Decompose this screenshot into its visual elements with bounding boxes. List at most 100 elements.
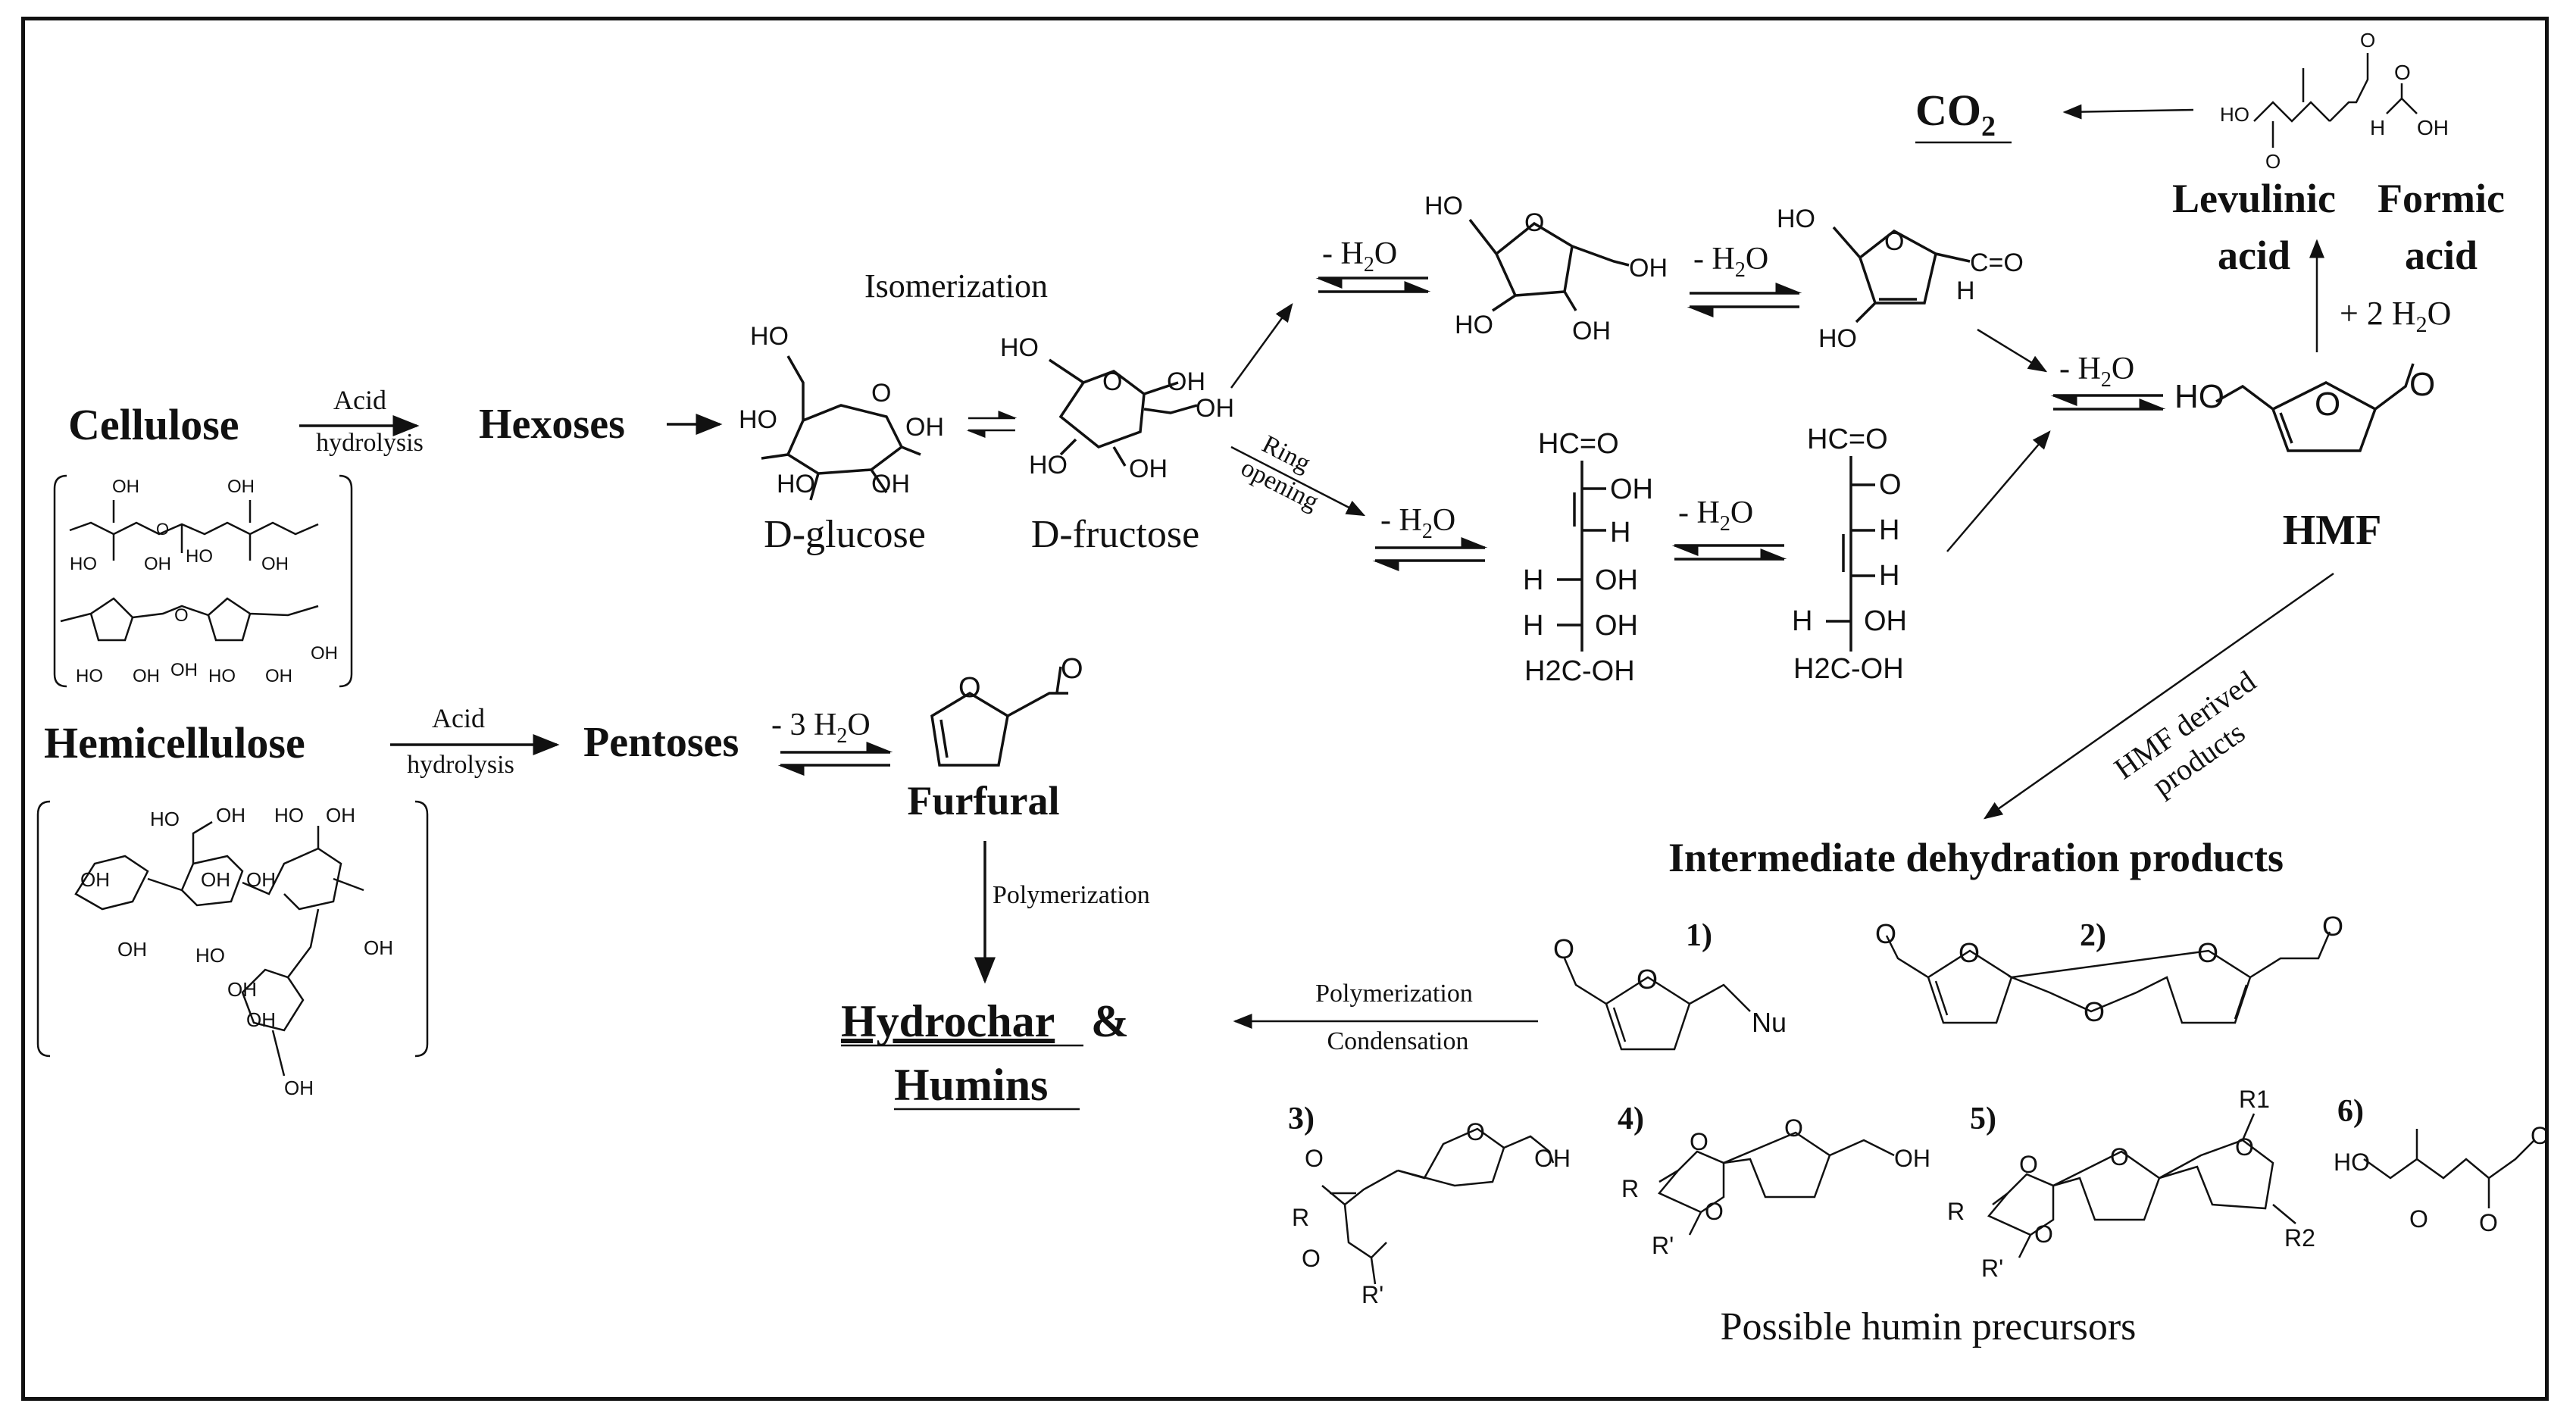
hmf-label: HMF — [2283, 507, 2382, 554]
p6-o-3: O — [2531, 1122, 2549, 1149]
levulinic-label-2: acid — [2218, 233, 2290, 278]
precursor-number-3: 3) — [1288, 1102, 1315, 1136]
condensation-label: Condensation — [1327, 1027, 1469, 1055]
formic-o: O — [2394, 61, 2411, 84]
precursor-number-4: 4) — [1618, 1102, 1644, 1136]
acid-label-cellulose: Acid — [333, 385, 386, 415]
oc1-h-1: H — [1610, 517, 1630, 548]
oc2-h-2: H — [1879, 560, 1899, 592]
p5-o-ring-1: O — [2110, 1143, 2129, 1170]
cel-ho-2: HO — [70, 554, 97, 574]
cel-ho-1: HO — [186, 546, 213, 567]
p4-o-1: O — [1690, 1128, 1708, 1155]
formic-h: H — [2370, 116, 2385, 139]
p5-r2: R2 — [2284, 1224, 2315, 1252]
acid-label-hemicellulose: Acid — [432, 703, 485, 733]
hem-oh-6: OH — [117, 938, 147, 961]
humin-precursors-caption: Possible humin precursors — [1721, 1305, 2137, 1349]
fructose-o: O — [1102, 367, 1122, 396]
glucose-o: O — [871, 379, 891, 408]
cel-o-2: O — [174, 605, 189, 626]
formic-label-1: Formic — [2377, 176, 2505, 221]
enol-o: O — [1524, 208, 1544, 237]
fructose-oh-3: OH — [1129, 455, 1168, 483]
cellulose-structure: OH OH OH HO OH HO O O HO OH OH HO OH OH — [53, 474, 353, 688]
hmf-o-aldehyde: O — [2409, 366, 2435, 403]
enol-oh-2: OH — [1572, 317, 1611, 345]
oc1-h-3: H — [1523, 610, 1543, 642]
oc2-oh: OH — [1864, 605, 1907, 637]
p5-r1: R1 — [2239, 1086, 2270, 1113]
ald-o: O — [1884, 227, 1904, 256]
p3-r: R — [1292, 1204, 1309, 1231]
p3-rp: R' — [1361, 1281, 1383, 1308]
diagram-border — [21, 17, 2549, 1401]
p3-o-1: O — [1305, 1145, 1324, 1172]
minus-3h2o-label: - 3 H2O — [771, 708, 871, 748]
minus-h2o-upper-2: - H2O — [1693, 242, 1768, 282]
ald-co: C=O — [1970, 248, 2024, 277]
d-fructose-label: D-fructose — [1031, 513, 1199, 556]
oc1-h-2: H — [1523, 564, 1543, 596]
cel-oh-8: OH — [311, 643, 338, 664]
oc2-h-3: H — [1792, 605, 1812, 637]
p5-o-2: O — [2034, 1220, 2053, 1248]
p6-o-2: O — [2479, 1209, 2498, 1236]
p2-o-aldehyde-2: O — [2322, 911, 2343, 942]
hydrolysis-label-hemicellulose: hydrolysis — [407, 751, 514, 779]
cel-o-1: O — [156, 520, 169, 539]
hemicellulose-structure: HO OH HO OH OH OH OH OH OH HO OH OH OH — [36, 800, 429, 1099]
hydrolysis-label-cellulose: hydrolysis — [316, 429, 424, 457]
hexoses-label: Hexoses — [479, 401, 625, 448]
oc1-hco: HC=O — [1538, 428, 1619, 460]
oc2-hco: HC=O — [1807, 423, 1888, 455]
precursor-2-structure: O O O O O — [1875, 911, 2343, 1027]
lower-to-hmf-arrow — [1946, 430, 2051, 552]
intermediate-products-title: Intermediate dehydration products — [1668, 835, 2284, 880]
co2-label: CO2 — [1915, 86, 1996, 142]
levulinic-label-1: Levulinic — [2172, 176, 2336, 221]
p4-r: R — [1621, 1175, 1639, 1202]
p6-o-1: O — [2409, 1205, 2428, 1233]
p2-o-aldehyde-1: O — [1875, 918, 1896, 949]
hmf-o-ring: O — [2315, 386, 2340, 423]
p2-o-ring-1: O — [1959, 937, 1980, 968]
d-fructose-structure: HO O OH OH HO OH — [1000, 333, 1234, 483]
hem-oh-8: OH — [227, 978, 257, 1001]
precursor-number-2: 2) — [2080, 918, 2106, 953]
precursor-1-structure: O O Nu — [1553, 933, 1787, 1051]
glucose-oh-2: OH — [871, 470, 910, 498]
cel-oh-4: OH — [261, 554, 289, 574]
p1-nu: Nu — [1752, 1007, 1787, 1038]
p3-oh: OH — [1534, 1145, 1571, 1172]
isomerization-label: Isomerization — [864, 267, 1048, 305]
p5-o-ring-2: O — [2235, 1133, 2254, 1161]
formic-label-2: acid — [2405, 233, 2478, 278]
p6-ho: HO — [2334, 1149, 2370, 1176]
p3-o-2: O — [1302, 1245, 1321, 1272]
precursor-4-structure: O O R R' O OH — [1621, 1114, 1930, 1259]
furfural-o-aldehyde: O — [1061, 653, 1083, 685]
hmf-structure: HO O O — [2174, 363, 2435, 452]
oc2-h2coh: H2C-OH — [1793, 653, 1904, 685]
cel-ho-4: HO — [208, 666, 236, 686]
hem-oh-9: OH — [246, 1008, 276, 1031]
glucose-ho-3: HO — [777, 470, 815, 498]
precursor-5-structure: O O R R' O O R1 R2 — [1947, 1086, 2315, 1282]
cel-oh-1: OH — [112, 477, 139, 497]
hydrochar-label: Hydrochar — [841, 996, 1055, 1046]
hem-oh-7: OH — [364, 936, 393, 959]
pentoses-label: Pentoses — [583, 719, 739, 766]
precursor-6-structure: HO O O O — [2334, 1122, 2549, 1236]
open-chain-1-structure: HC=O OH H H OH H OH H2C-OH — [1523, 428, 1653, 687]
ring-opening-arrow — [1230, 445, 1366, 517]
furfural-o-ring: O — [958, 672, 981, 704]
cel-oh-3: OH — [144, 554, 171, 574]
fructose-ho-1: HO — [1000, 333, 1039, 362]
cellulose-label: Cellulose — [68, 400, 239, 449]
enol-ho-1: HO — [1424, 192, 1463, 220]
p4-oh: OH — [1894, 1145, 1930, 1172]
cel-oh-6: OH — [170, 660, 198, 680]
